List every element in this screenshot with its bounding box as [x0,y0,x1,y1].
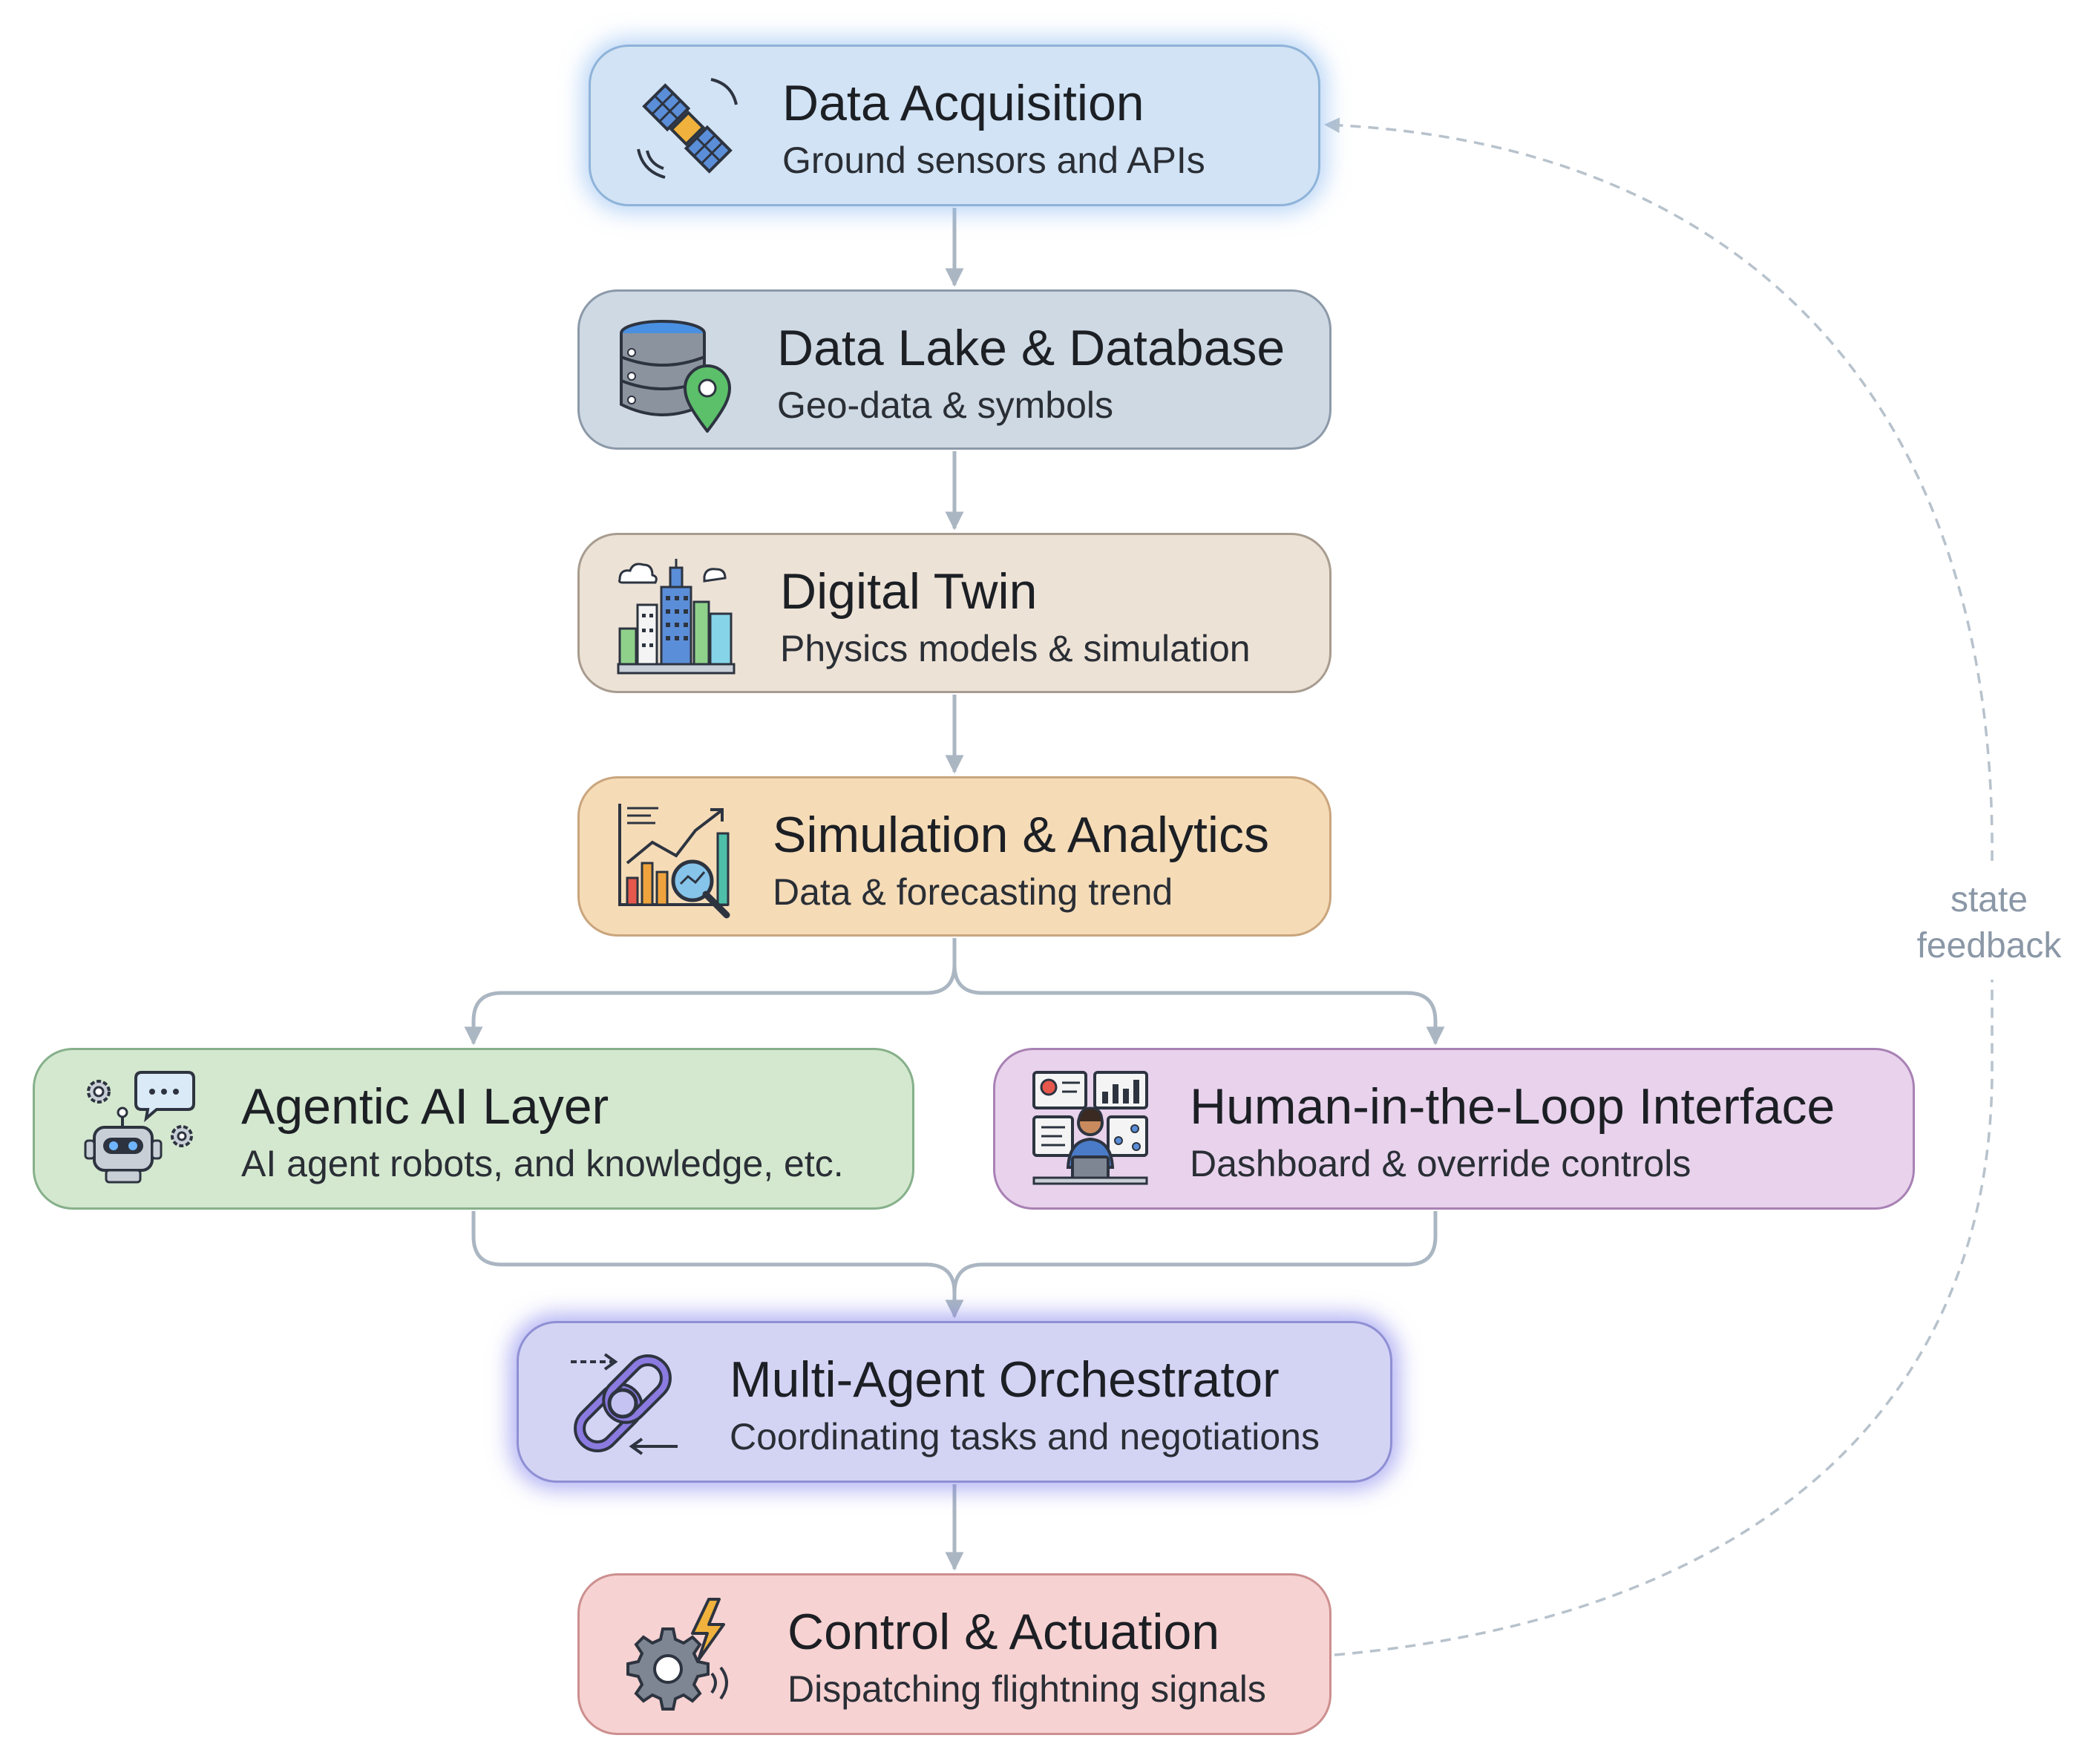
feedback-label-line1: state [1950,880,2028,919]
chart-magnifier-icon [617,801,736,919]
city-buildings-icon [617,557,736,676]
data-acquisition-node: Data Acquisition Ground sensors and APIs [589,45,1320,206]
arrow-agentic-to-orch [471,1211,964,1319]
simulation-analytics-node: Simulation & Analytics Data & forecastin… [577,776,1332,937]
node-subtitle: Ground sensors and APIs [782,140,1205,181]
multi-agent-orchestrator-node: Multi-Agent Orchestrator Coordinating ta… [517,1321,1392,1483]
robot-chat-gears-icon [76,1069,195,1188]
node-title: Digital Twin [780,563,1038,620]
node-title: Agentic AI Layer [241,1078,609,1135]
arrow-sim-to-agentic [464,938,957,1046]
node-subtitle: AI agent robots, and knowledge, etc. [241,1143,844,1184]
human-in-the-loop-node: Human-in-the-Loop Interface Dashboard & … [993,1048,1915,1210]
database-location-icon [617,314,736,433]
node-title: Data Lake & Database [777,320,1285,376]
node-title: Multi-Agent Orchestrator [730,1351,1280,1408]
satellite-icon [628,69,747,188]
node-subtitle: Geo-data & symbols [777,384,1113,426]
feedback-label-line2: feedback [1916,926,2062,965]
arrow-human-to-orch [952,1211,1438,1294]
node-subtitle: Data & forecasting trend [773,871,1173,913]
data-lake-node: Data Lake & Database Geo-data & symbols [577,289,1332,450]
state-feedback-label: state feedback [1900,877,2078,969]
digital-twin-node: Digital Twin Physics models & simulation [577,533,1332,693]
node-subtitle: Dashboard & override controls [1190,1143,1691,1184]
chain-link-arrows-icon [563,1344,682,1463]
node-title: Data Acquisition [782,75,1144,131]
state-feedback-loop [1326,125,1994,1656]
control-actuation-node: Control & Actuation Dispatching flightni… [577,1573,1332,1735]
node-title: Control & Actuation [787,1604,1220,1660]
arrow-sim-to-human [952,938,1445,1046]
operator-dashboard-icon [1031,1069,1150,1188]
node-subtitle: Physics models & simulation [780,628,1251,669]
node-title: Simulation & Analytics [773,807,1269,863]
node-subtitle: Dispatching flightning signals [787,1668,1266,1710]
agentic-ai-node: Agentic AI Layer AI agent robots, and kn… [33,1048,914,1210]
gear-lightning-icon [621,1596,740,1715]
node-title: Human-in-the-Loop Interface [1190,1078,1835,1135]
node-subtitle: Coordinating tasks and negotiations [730,1416,1320,1458]
